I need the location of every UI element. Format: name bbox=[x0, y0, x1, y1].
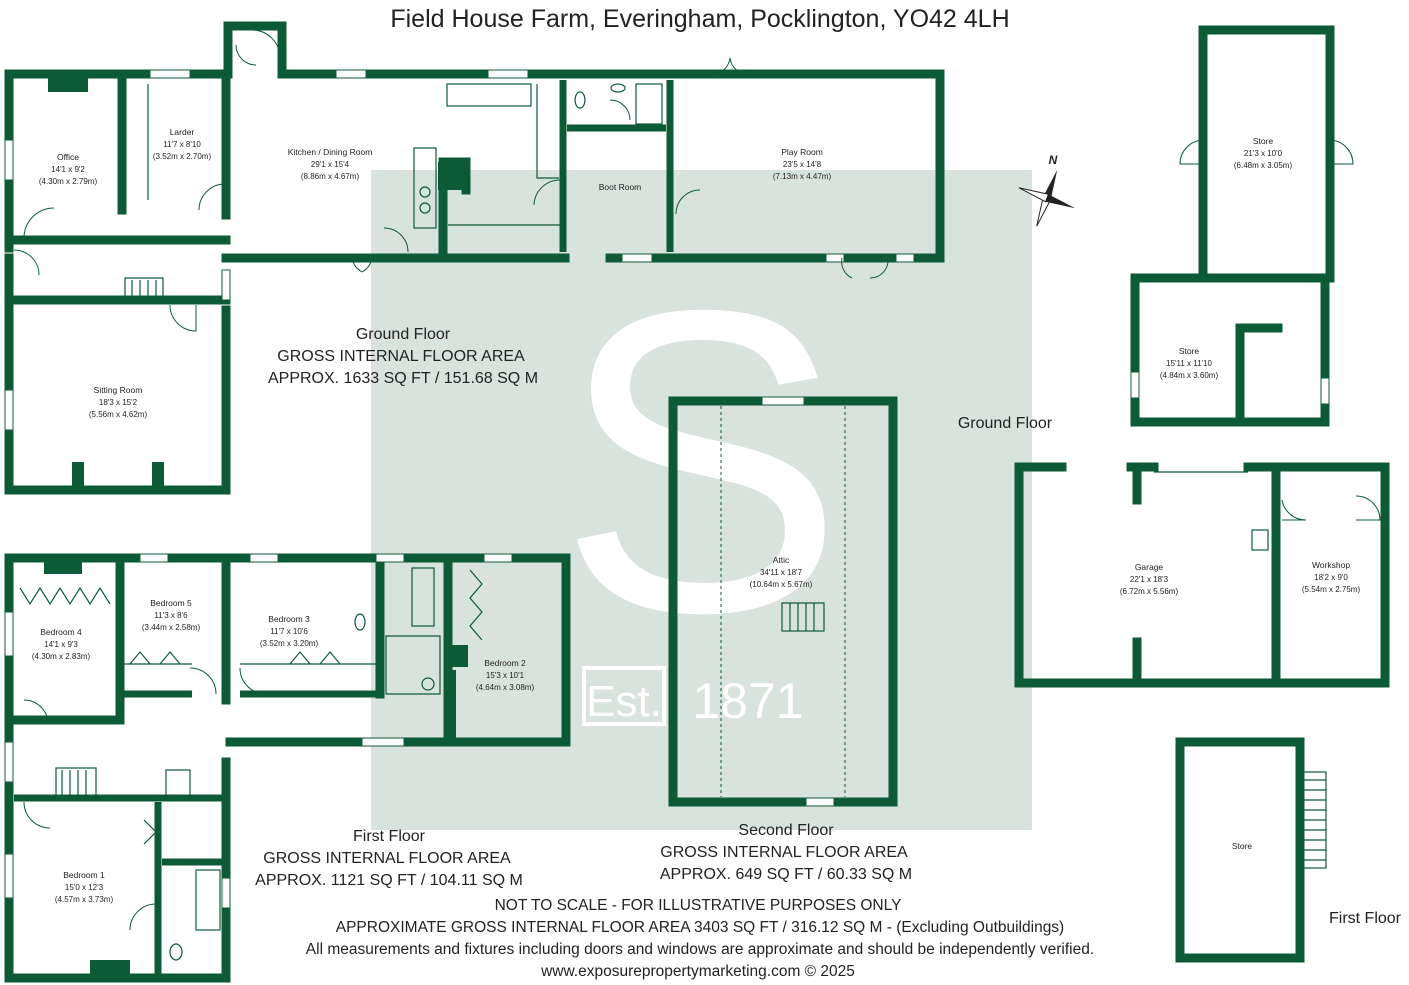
room-attic-name: Attic bbox=[773, 555, 790, 565]
room-larder-imperial: 11'7 x 8'10 bbox=[163, 140, 201, 149]
room-office-name: Office bbox=[57, 152, 79, 162]
ground-floor-plan bbox=[4, 21, 945, 495]
first-floor-area-label: GROSS INTERNAL FLOOR AREA bbox=[263, 850, 511, 867]
room-office-imperial: 14'1 x 9'2 bbox=[51, 165, 85, 174]
room-attic-metric: (10.64m x 5.67m) bbox=[750, 580, 813, 589]
room-bedroom4-name: Bedroom 4 bbox=[40, 627, 82, 637]
compass-north-label: N bbox=[1049, 153, 1058, 167]
room-kitchen-name: Kitchen / Dining Room bbox=[288, 147, 373, 157]
room-workshop-metric: (5.54m x 2.75m) bbox=[1302, 585, 1361, 594]
room-garage-imperial: 22'1 x 18'3 bbox=[1130, 575, 1169, 584]
page-title: Field House Farm, Everingham, Pocklingto… bbox=[390, 5, 1009, 33]
watermark: S Est. 1871 bbox=[371, 170, 1032, 830]
room-workshop-imperial: 18'2 x 9'0 bbox=[1314, 573, 1348, 582]
watermark-letter: S bbox=[558, 222, 845, 702]
room-sitting-room-name: Sitting Room bbox=[94, 385, 143, 395]
second-floor-area: APPROX. 649 SQ FT / 60.33 SQ M bbox=[660, 866, 912, 883]
room-office-metric: (4.30m x 2.79m) bbox=[39, 177, 98, 186]
room-bedroom3-metric: (3.52m x 3.20m) bbox=[260, 639, 319, 648]
room-larder-metric: (3.52m x 2.70m) bbox=[153, 152, 212, 161]
first-floor-area: APPROX. 1121 SQ FT / 104.11 SQ M bbox=[255, 872, 523, 889]
room-bedroom4-imperial: 14'1 x 9'3 bbox=[44, 640, 78, 649]
room-garage-name: Garage bbox=[1135, 562, 1164, 572]
first-floor-plan bbox=[4, 553, 571, 983]
room-bedroom1-name: Bedroom 1 bbox=[63, 870, 105, 880]
ground-floor-area-label: GROSS INTERNAL FLOOR AREA bbox=[277, 348, 525, 365]
room-bedroom1-metric: (4.57m x 3.73m) bbox=[55, 895, 114, 904]
room-bedroom2-metric: (4.64m x 3.08m) bbox=[476, 683, 535, 692]
room-play-room-imperial: 23'5 x 14'8 bbox=[783, 160, 822, 169]
outbuildings-plan bbox=[1014, 25, 1390, 963]
footer-line3: All measurements and fixtures including … bbox=[306, 941, 1094, 958]
room-store2-name: Store bbox=[1179, 346, 1200, 356]
footer-line1: NOT TO SCALE - FOR ILLUSTRATIVE PURPOSES… bbox=[495, 897, 902, 914]
room-attic-imperial: 34'11 x 18'7 bbox=[760, 568, 803, 577]
outbuildings-ground-floor-name: Ground Floor bbox=[958, 415, 1053, 432]
second-floor-area-label: GROSS INTERNAL FLOOR AREA bbox=[660, 844, 908, 861]
room-larder-name: Larder bbox=[170, 127, 195, 137]
watermark-est: Est. bbox=[586, 677, 662, 726]
first-floor-name: First Floor bbox=[353, 828, 426, 845]
room-bedroom5-imperial: 11'3 x 8'6 bbox=[154, 611, 188, 620]
room-garage-metric: (6.72m x 5.56m) bbox=[1120, 587, 1179, 596]
ground-floor-area: APPROX. 1633 SQ FT / 151.68 SQ M bbox=[268, 370, 538, 387]
room-play-room-name: Play Room bbox=[781, 147, 823, 157]
footer-line4: www.exposurepropertymarketing.com © 2025 bbox=[540, 963, 855, 980]
room-kitchen-imperial: 29'1 x 15'4 bbox=[311, 160, 350, 169]
room-workshop-name: Workshop bbox=[1312, 560, 1350, 570]
ground-floor-name: Ground Floor bbox=[356, 326, 451, 343]
watermark-year: 1871 bbox=[692, 673, 803, 729]
room-bedroom1-imperial: 15'0 x 12'3 bbox=[65, 883, 104, 892]
room-bedroom5-name: Bedroom 5 bbox=[150, 598, 192, 608]
footer-line2: APPROXIMATE GROSS INTERNAL FLOOR AREA 34… bbox=[336, 919, 1064, 936]
room-bedroom2-name: Bedroom 2 bbox=[484, 658, 526, 668]
room-boot-room-name: Boot Room bbox=[599, 182, 642, 192]
second-floor-plan bbox=[668, 396, 898, 807]
room-kitchen-metric: (8.86m x 4.67m) bbox=[301, 172, 360, 181]
room-bedroom2-imperial: 15'3 x 10'1 bbox=[486, 671, 525, 680]
room-bedroom3-imperial: 11'7 x 10'6 bbox=[270, 627, 308, 636]
outbuildings-first-floor-name: First Floor bbox=[1329, 910, 1402, 927]
room-sitting-room-imperial: 18'3 x 15'2 bbox=[99, 398, 138, 407]
room-bedroom3-name: Bedroom 3 bbox=[268, 614, 310, 624]
room-bedroom5-metric: (3.44m x 2.58m) bbox=[142, 623, 201, 632]
room-store2-imperial: 15'11 x 11'10 bbox=[1166, 359, 1212, 368]
room-store3-name: Store bbox=[1232, 841, 1253, 851]
second-floor-name: Second Floor bbox=[738, 822, 834, 839]
room-bedroom4-metric: (4.30m x 2.83m) bbox=[32, 652, 91, 661]
room-store2-metric: (4.84m x 3.60m) bbox=[1160, 371, 1219, 380]
room-store1-name: Store bbox=[1253, 136, 1274, 146]
room-store1-metric: (6.48m x 3.05m) bbox=[1234, 161, 1293, 170]
compass-icon bbox=[1018, 169, 1076, 227]
room-play-room-metric: (7.13m x 4.47m) bbox=[773, 172, 832, 181]
room-store1-imperial: 21'3 x 10'0 bbox=[1244, 149, 1283, 158]
room-sitting-room-metric: (5.56m x 4.62m) bbox=[89, 410, 148, 419]
